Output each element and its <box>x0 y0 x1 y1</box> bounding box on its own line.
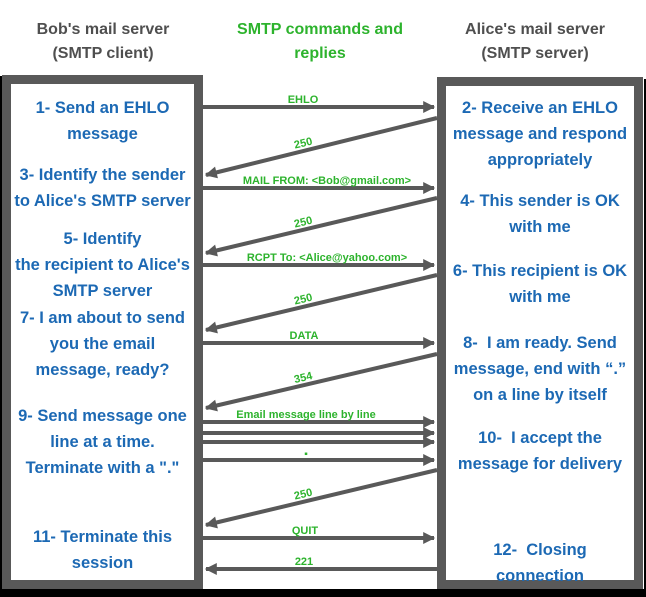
step-text-line: you the email <box>49 335 156 353</box>
arrow-label-email-line-1: Email message line by line <box>236 409 375 421</box>
arrow-reply-250-4: 250 <box>204 468 438 529</box>
step-text-line: message for delivery <box>457 455 623 473</box>
step-text-line: message, ready? <box>35 361 170 379</box>
step-text-line: 9- Send message one <box>18 407 187 425</box>
right-edge-line <box>644 79 646 597</box>
step-text-line: message and respond <box>452 125 628 143</box>
server-step-2: 4- This sender is OK with me <box>446 188 634 240</box>
client-step-4: 7- I am about to send you the email messag… <box>11 305 194 383</box>
step-text-line: 5- Identify <box>63 230 142 248</box>
left-edge-line <box>0 76 2 597</box>
bottom-edge-line <box>0 589 646 597</box>
step-text-line: 7- I am about to send <box>19 309 186 327</box>
step-text-line: appropriately <box>487 151 593 169</box>
step-text-line: 3- Identify the sender <box>19 166 186 184</box>
server-header-line2: (SMTP server) <box>481 45 589 62</box>
client-box: 1- Send an EHLO message 3- Identify the se… <box>2 75 203 589</box>
server-step-6: 12- Closing connection <box>446 537 634 589</box>
arrow-data: DATA <box>203 330 436 349</box>
step-text-line: on a line by itself <box>473 386 607 404</box>
arrow-label-reply-250-3: 250 <box>293 292 314 308</box>
step-text-line: SMTP server <box>52 282 153 300</box>
client-step-6: 11- Terminate this session <box>11 524 194 576</box>
step-text-line: 10- I accept the <box>478 429 602 447</box>
arrow-rcpt-to: RCPT To: <Alice@yahoo.com> <box>203 252 436 271</box>
arrow-reply-221: 221 <box>204 556 437 575</box>
step-text-line: 6- This recipient is OK <box>452 262 628 280</box>
client-box-items: 1- Send an EHLO message 3- Identify the se… <box>11 84 194 580</box>
arrow-label-reply-250-2: 250 <box>293 215 314 231</box>
arrow-label-reply-250-1: 250 <box>293 136 314 152</box>
arrow-reply-250-3: 250 <box>204 273 438 334</box>
legend-header: SMTP commands and replies <box>237 21 403 62</box>
arrow-label-quit: QUIT <box>292 525 319 537</box>
client-header-line1: Bob's mail server <box>36 21 170 38</box>
client-step-5: 9- Send message one line at a time. Termin… <box>11 403 194 481</box>
arrow-reply-354: 354 <box>204 352 438 412</box>
step-text-line: message <box>67 125 138 143</box>
client-step-1: 1- Send an EHLO message <box>11 95 194 147</box>
step-text-line: with me <box>509 218 571 236</box>
arrow-email-line-1: Email message line by line <box>203 409 436 428</box>
arrow-mail-from: MAIL FROM: <Bob@gmail.com> <box>203 175 436 194</box>
server-step-4: 8- I am ready. Send message, end with “.”… <box>446 330 634 408</box>
step-text-line: message, end with “.” <box>453 360 627 378</box>
step-text-line: with me <box>509 288 571 306</box>
client-header-line2: (SMTP client) <box>52 45 154 62</box>
arrow-label-rcpt-to: RCPT To: <Alice@yahoo.com> <box>247 252 407 264</box>
step-text-line: connection <box>495 567 584 585</box>
client-step-2: 3- Identify the sender to Alice's SMTP se… <box>11 162 194 214</box>
arrow-label-dot-line: ▪ <box>304 449 308 460</box>
step-text-line: 8- I am ready. Send <box>463 334 617 352</box>
arrow-ehlo: EHLO <box>203 94 436 113</box>
arrow-label-reply-354: 354 <box>293 370 314 386</box>
step-text-line: 12- Closing <box>493 541 587 559</box>
server-step-1: 2- Receive an EHLO message and respond app… <box>446 95 634 173</box>
arrow-reply-250-2: 250 <box>204 196 438 257</box>
arrow-label-data: DATA <box>290 330 319 342</box>
server-box-items: 2- Receive an EHLO message and respond app… <box>446 86 634 585</box>
step-text-line: Terminate with a "." <box>25 459 180 477</box>
step-text-line: line at a time. <box>50 433 155 451</box>
arrow-label-reply-221: 221 <box>295 556 313 568</box>
step-text-line: 2- Receive an EHLO <box>462 99 618 117</box>
step-text-line: session <box>71 554 134 572</box>
server-header-line1: Alice's mail server <box>465 21 605 38</box>
arrow-label-reply-250-4: 250 <box>293 487 314 503</box>
arrow-dot-line: ▪ <box>203 449 436 466</box>
arrow-label-ehlo: EHLO <box>288 94 319 106</box>
arrow-label-mail-from: MAIL FROM: <Bob@gmail.com> <box>243 175 411 187</box>
arrow-quit: QUIT <box>203 525 436 544</box>
server-step-5: 10- I accept the message for delivery <box>446 425 634 477</box>
step-text-line: the recipient to Alice's <box>15 256 190 274</box>
step-text-line: to Alice's SMTP server <box>14 192 191 210</box>
server-box: 2- Receive an EHLO message and respond app… <box>437 77 643 589</box>
arrow-reply-250-1: 250 <box>204 116 438 179</box>
step-text-line: 11- Terminate this <box>32 528 173 546</box>
server-header: Alice's mail server (SMTP server) <box>432 18 638 66</box>
step-text-line: 4- This sender is OK <box>460 192 620 210</box>
client-header: Bob's mail server (SMTP client) <box>0 18 206 66</box>
server-step-3: 6- This recipient is OK with me <box>446 258 634 310</box>
step-text-line: 1- Send an EHLO <box>35 99 170 117</box>
